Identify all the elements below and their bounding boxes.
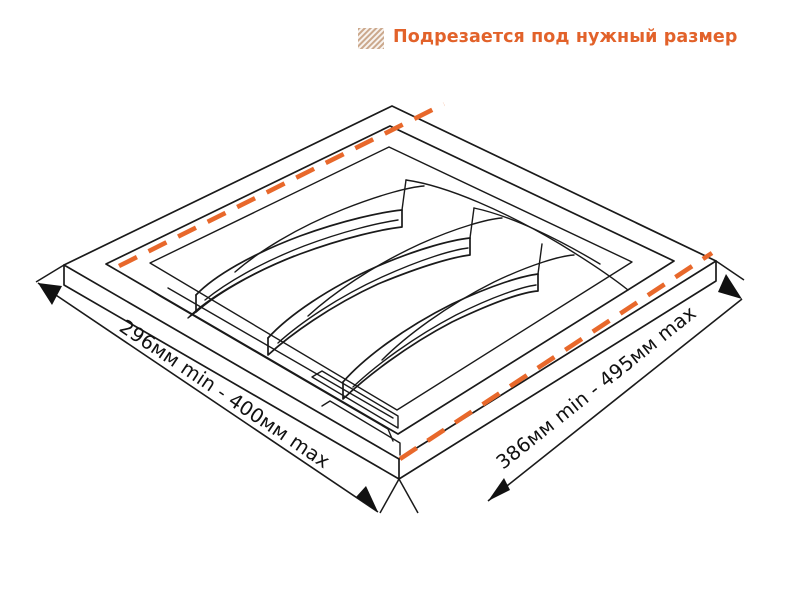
- tray-handle-tab-lower: [321, 400, 401, 456]
- back-wall-inner-right-2: [473, 207, 601, 265]
- dimension-left-line: [37, 282, 379, 513]
- valley-2: [307, 217, 503, 317]
- divider-2-backstop: [469, 207, 475, 239]
- dimension-right-arrow-start: [718, 274, 742, 299]
- dimension-left-label: 296мм min - 400мм max: [115, 315, 334, 473]
- divider-1-backstop: [401, 179, 407, 211]
- dimension-left-ext-end: [379, 478, 400, 514]
- tray-floor-plate: [149, 146, 633, 411]
- dimension-right-line: [487, 298, 743, 502]
- dimension-left-arrow-start: [38, 283, 62, 305]
- tray-compartments: [187, 179, 629, 400]
- cut-line-top-left: [117, 101, 446, 269]
- divider-3-backstop: [537, 243, 543, 275]
- dimension-right: 386мм min - 495мм max: [398, 260, 745, 514]
- diagonal-hatch-icon: [358, 27, 384, 49]
- divider-1-crease: [204, 219, 399, 301]
- tray-outline: [63, 105, 717, 480]
- divider-3-top-edge: [342, 273, 539, 383]
- dimension-right-arrow-end: [488, 478, 510, 501]
- tray-foot-ledge-left-inner: [167, 287, 394, 419]
- dimension-left-ext-start: [35, 264, 65, 283]
- legend: Подрезается под нужный размер: [358, 24, 738, 52]
- valley-3: [381, 254, 575, 361]
- divider-3-crease: [352, 284, 537, 388]
- back-wall-inner-right: [405, 179, 629, 291]
- tray-side-wall-right: [398, 260, 717, 480]
- divider-1-top-edge: [195, 209, 403, 296]
- tray-handle-tab: [311, 370, 399, 429]
- divider-1-outer-skirt: [187, 255, 295, 319]
- dimension-right-ext-end: [398, 478, 419, 514]
- divider-2-crease: [277, 247, 469, 344]
- dimension-left-arrow-end: [356, 486, 378, 512]
- tray-foot-ledge-left: [151, 290, 394, 442]
- cut-line-bottom-right: [398, 251, 714, 461]
- dimension-right-ext-start: [715, 260, 745, 281]
- divider-1-face: [195, 209, 403, 313]
- cut-lines-group: [117, 101, 714, 461]
- divider-2-face: [267, 237, 471, 356]
- dimension-left: 296мм min - 400мм max: [35, 264, 400, 514]
- divider-3-face: [342, 273, 539, 400]
- legend-label: Подрезается под нужный размер: [393, 27, 738, 48]
- tray-side-wall-left: [63, 264, 400, 480]
